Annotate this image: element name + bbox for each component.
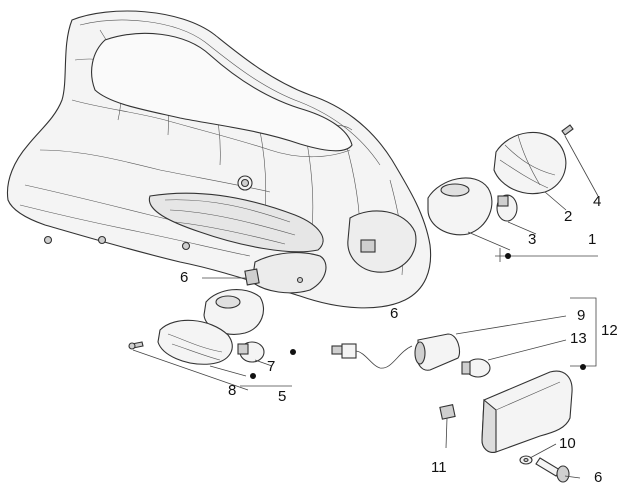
callout-1: 1 [588, 231, 596, 248]
front-shield-body [6, 10, 432, 309]
callout-6-clip: 6 [180, 269, 188, 286]
plate-lamp-housing [481, 370, 573, 453]
callout-6-shield: 6 [390, 305, 398, 322]
wiring-harness-wire [355, 345, 413, 369]
callout-12: 12 [601, 322, 618, 339]
right-indicator-screw [561, 124, 574, 136]
left-indicator-lens [157, 319, 233, 365]
right-indicator-housing [427, 177, 493, 236]
callout-4: 4 [593, 193, 601, 210]
callout-2: 2 [564, 208, 572, 225]
right-indicator-bulb [496, 194, 518, 222]
leader-lines [132, 135, 599, 479]
callout-3: 3 [528, 231, 536, 248]
callout-10: 10 [559, 435, 576, 452]
left-indicator-bulb [237, 341, 265, 363]
bulb-socket [414, 333, 461, 371]
callout-11: 11 [431, 459, 447, 476]
left-indicator-screw [128, 341, 144, 350]
plate-lamp-bulb [461, 358, 491, 378]
right-indicator-lens [493, 131, 567, 195]
spring-clip-shield [244, 268, 260, 286]
callout-13: 13 [570, 330, 587, 347]
spring-clip-plate [439, 404, 456, 420]
callout-7: 7 [267, 358, 275, 375]
bullet-dot [505, 253, 511, 259]
callout-5: 5 [278, 388, 286, 405]
callout-6-screw: 6 [594, 469, 602, 486]
washer [519, 455, 533, 465]
plate-lamp-screw [535, 457, 570, 483]
callout-9: 9 [577, 307, 585, 324]
bullet-dot [580, 364, 586, 370]
bullet-dot [290, 349, 296, 355]
callout-8: 8 [228, 382, 236, 399]
connector-plug [331, 343, 357, 359]
bullet-dot [250, 373, 256, 379]
